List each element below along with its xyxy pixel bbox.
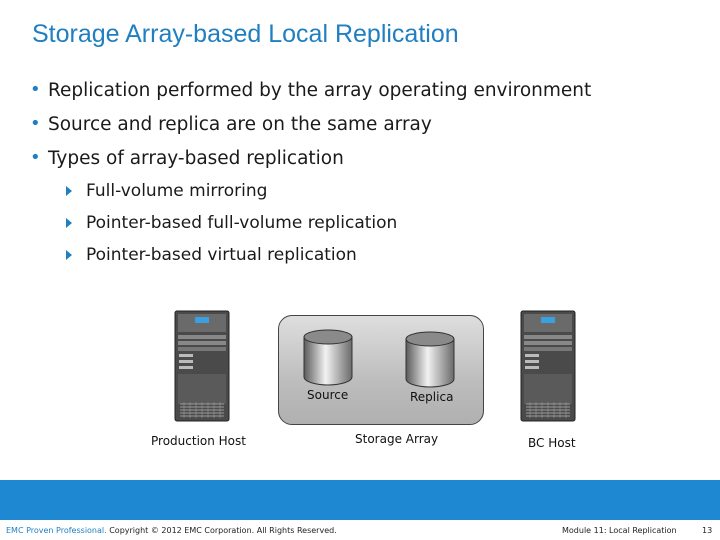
slide-title: Storage Array-based Local Replication xyxy=(32,20,459,48)
replica-disk-icon xyxy=(405,331,455,388)
sub-bullet-text: Full-volume mirroring xyxy=(86,181,268,201)
bc-host-label: BC Host xyxy=(528,436,576,450)
footer: EMC Proven Professional. Copyright © 201… xyxy=(0,522,720,540)
production-host-server-icon xyxy=(174,310,230,422)
bullet-item: • Types of array-based replication xyxy=(30,146,591,180)
bullet-dot-icon: • xyxy=(30,79,41,100)
production-host-label: Production Host xyxy=(151,434,246,448)
sub-bullet-item: Full-volume mirroring xyxy=(66,179,397,211)
bullet-dot-icon: • xyxy=(30,147,41,168)
bullet-text: Types of array-based replication xyxy=(48,148,344,169)
footer-module: Module 11: Local Replication xyxy=(562,526,677,535)
sub-bullet-item: Pointer-based full-volume replication xyxy=(66,211,397,243)
replica-label: Replica xyxy=(410,390,454,404)
bc-host-server-icon xyxy=(520,310,576,422)
bullet-list: • Replication performed by the array ope… xyxy=(30,78,591,180)
arrow-right-icon xyxy=(66,250,72,260)
bullet-text: Replication performed by the array opera… xyxy=(48,80,592,101)
bullet-text: Source and replica are on the same array xyxy=(48,114,432,135)
footer-bar xyxy=(0,480,720,520)
source-label: Source xyxy=(307,388,349,402)
page-number: 13 xyxy=(702,526,713,535)
arrow-right-icon xyxy=(66,218,72,228)
sub-bullet-text: Pointer-based virtual replication xyxy=(86,245,357,265)
arrow-right-icon xyxy=(66,186,72,196)
source-disk-icon xyxy=(303,329,353,386)
footer-brand: EMC Proven Professional. xyxy=(6,526,107,535)
footer-copyright-text: Copyright © 2012 EMC Corporation. All Ri… xyxy=(106,526,337,535)
bullet-item: • Source and replica are on the same arr… xyxy=(30,112,591,146)
sub-bullet-list: Full-volume mirroring Pointer-based full… xyxy=(66,179,397,275)
bullet-item: • Replication performed by the array ope… xyxy=(30,78,591,112)
bullet-dot-icon: • xyxy=(30,113,41,134)
storage-array-label: Storage Array xyxy=(355,432,439,446)
footer-copyright: EMC Proven Professional. Copyright © 201… xyxy=(6,524,337,538)
sub-bullet-item: Pointer-based virtual replication xyxy=(66,243,397,275)
sub-bullet-text: Pointer-based full-volume replication xyxy=(86,213,398,233)
